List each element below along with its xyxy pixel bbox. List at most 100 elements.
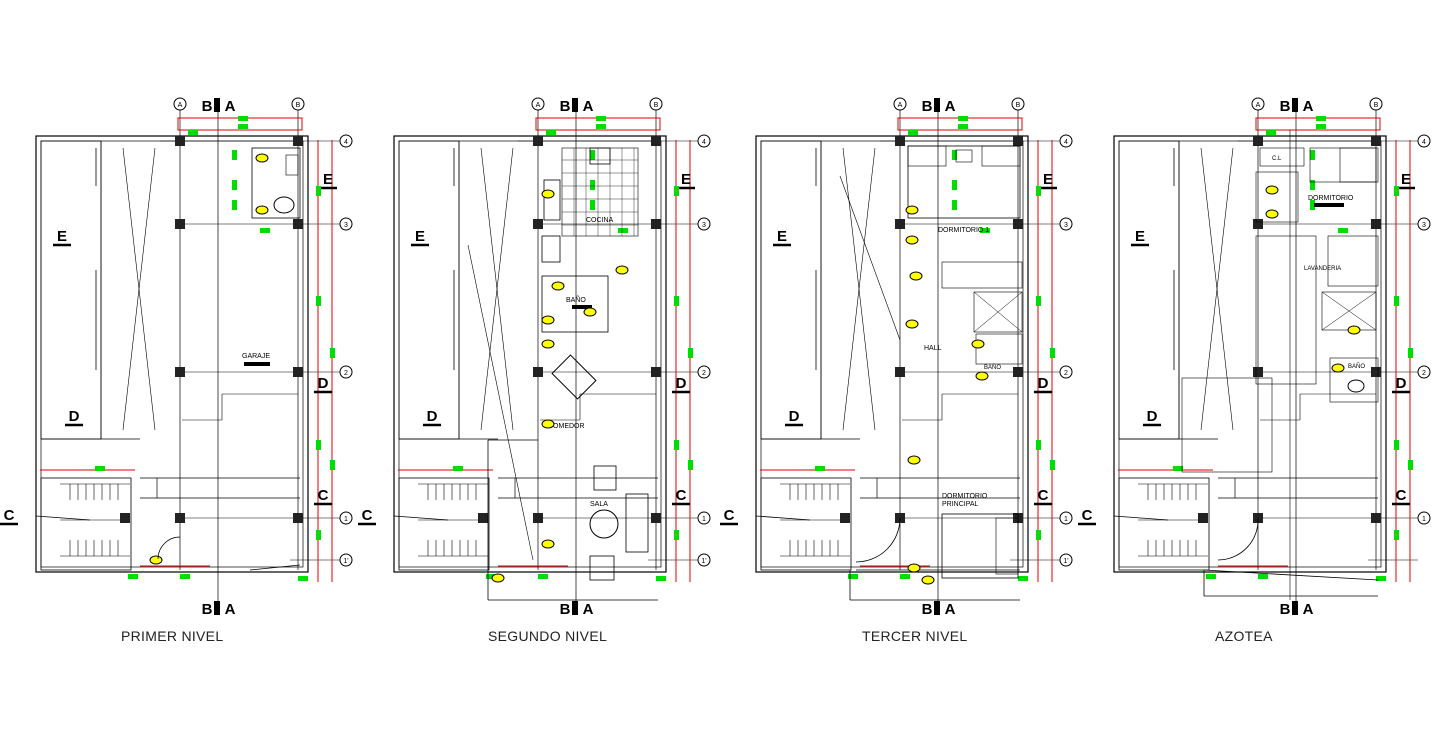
section-cut-marker: C	[1082, 507, 1093, 524]
column	[1253, 367, 1263, 377]
dimension-marker	[238, 124, 248, 129]
section-label-bottom: A	[945, 601, 956, 618]
section-cut-symbol	[1292, 98, 1298, 112]
curved-wall	[1217, 517, 1259, 561]
axis-bubble	[339, 217, 353, 231]
dimension-marker	[1408, 460, 1413, 470]
column	[651, 219, 661, 229]
plan-caption: TERCER NIVEL	[862, 628, 968, 644]
light-fixture	[541, 419, 555, 429]
section-label-bottom: A	[583, 601, 594, 618]
axis-bubble	[1011, 97, 1025, 111]
section-cut-symbol	[1292, 601, 1298, 615]
axis-label: 2	[344, 370, 348, 377]
light-fixture	[907, 563, 921, 573]
room-label-bar	[572, 305, 592, 309]
dimension-marker	[958, 116, 968, 121]
axis-label: B	[296, 102, 301, 109]
axis-bubble	[697, 365, 711, 379]
axis-bubble	[697, 511, 711, 525]
room-label: COMEDOR	[548, 423, 585, 430]
dimension-marker	[330, 460, 335, 470]
section-cut-marker: E	[1401, 171, 1411, 188]
light-fixture	[909, 271, 923, 281]
dimension-marker	[1394, 296, 1399, 306]
column	[1013, 367, 1023, 377]
toilet	[273, 196, 295, 214]
axis-bubble	[649, 97, 663, 111]
section-cut-marker: D	[789, 408, 800, 425]
dimension-marker	[238, 116, 248, 121]
section-cut-marker: D	[69, 408, 80, 425]
axis-label: 2	[1422, 370, 1426, 377]
column	[840, 513, 850, 523]
room-label: DORMITORIO	[942, 493, 988, 500]
dimension-marker	[674, 186, 679, 196]
dimension-marker	[1036, 186, 1041, 196]
section-cut-symbol	[934, 98, 940, 112]
dimension-marker	[1206, 574, 1216, 579]
column	[895, 367, 905, 377]
section-label-top: B	[560, 98, 571, 115]
axis-bubble	[1369, 97, 1383, 111]
section-cut-marker: C	[362, 507, 373, 524]
axis-bubble	[697, 553, 711, 567]
axis-label: 1'	[701, 558, 706, 565]
dimension-marker	[1050, 460, 1055, 470]
section-label-bottom: B	[560, 601, 571, 618]
dimension-marker	[1310, 180, 1315, 190]
dimension-marker	[1173, 466, 1183, 471]
section-cut-marker: E	[57, 228, 67, 245]
plan-caption: PRIMER NIVEL	[121, 628, 224, 644]
axis-label: A	[1256, 102, 1261, 109]
dimension-marker	[1036, 440, 1041, 450]
light-fixture	[921, 575, 935, 585]
dimension-marker	[952, 200, 957, 210]
dimension-marker	[180, 574, 190, 579]
room-label: GARAJE	[242, 353, 270, 360]
section-cut-symbol	[572, 601, 578, 615]
section-cut-marker: C	[676, 487, 687, 504]
axis-label: 1	[1064, 516, 1068, 523]
section-cut-marker: E	[1043, 171, 1053, 188]
column	[1371, 136, 1381, 146]
axis-bubble	[1417, 134, 1431, 148]
dimension-marker	[688, 348, 693, 358]
axis-label: 1	[1422, 516, 1426, 523]
section-cut-marker: D	[1396, 375, 1407, 392]
light-fixture	[905, 205, 919, 215]
dimension-marker	[1376, 576, 1386, 581]
light-fixture	[149, 555, 163, 565]
dimension-marker	[815, 466, 825, 471]
column	[1371, 513, 1381, 523]
dimension-marker	[1050, 348, 1055, 358]
dimension-marker	[590, 180, 595, 190]
light-fixture	[1347, 325, 1361, 335]
section-cut-marker: C	[318, 487, 329, 504]
dimension-marker	[316, 186, 321, 196]
dimension-marker	[453, 466, 463, 471]
room-label: BAÑO	[984, 364, 1001, 371]
dimension-marker	[1310, 150, 1315, 160]
dimension-marker	[316, 530, 321, 540]
column	[120, 513, 130, 523]
dimension-marker	[596, 116, 606, 121]
column	[895, 136, 905, 146]
section-cut-marker: D	[676, 375, 687, 392]
dimension-marker	[980, 228, 990, 233]
column	[175, 367, 185, 377]
axis-label: 2	[1064, 370, 1068, 377]
section-cut-symbol	[572, 98, 578, 112]
section-cut-marker: D	[318, 375, 329, 392]
axis-bubble	[1417, 365, 1431, 379]
axis-bubble	[531, 97, 545, 111]
room-label: LAVANDERIA	[1304, 266, 1341, 272]
column	[478, 513, 488, 523]
column	[175, 513, 185, 523]
light-fixture	[541, 539, 555, 549]
section-label-top: B	[202, 98, 213, 115]
